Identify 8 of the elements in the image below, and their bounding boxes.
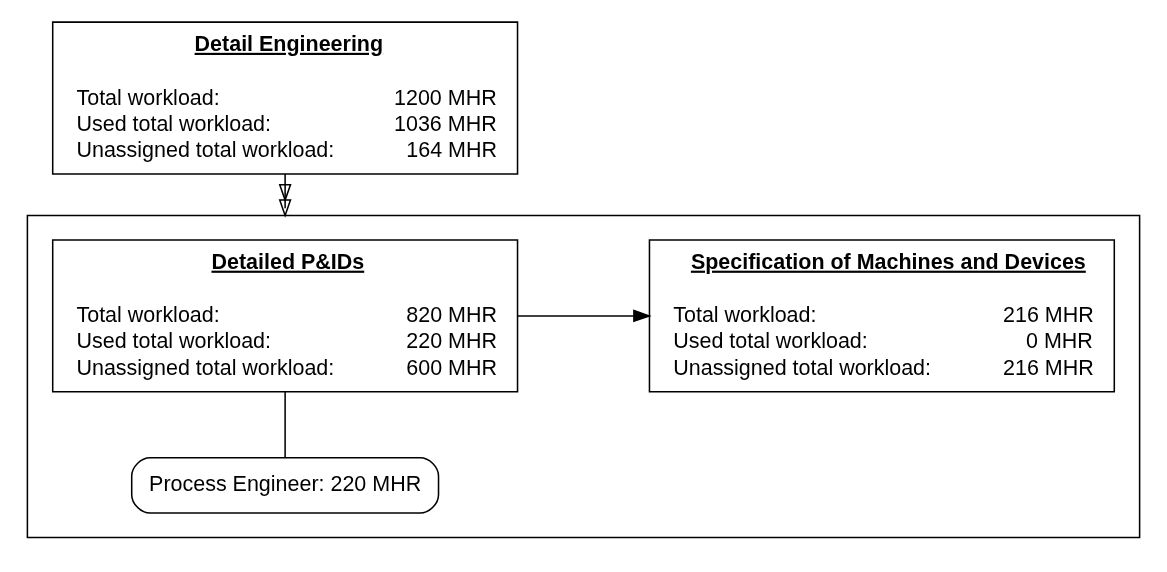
node-box: Detail Engineering Total workload: 1200 MHR Used total workload: 1036 MHR Unassigned total workload: 164 MHR	[51, 21, 519, 175]
arrow	[278, 173, 292, 218]
arrow	[516, 309, 652, 323]
node-box: Specification of Machines and Devices Total workload: 216 MHR Used total workload: 0 MHR Unassigned total workload: 216 MHR	[648, 239, 1116, 393]
node-box: Process Engineer: 220 MHR	[130, 457, 440, 514]
cluster	[26, 214, 1141, 539]
node-box: Detailed P&IDs Total workload: 820 MHR Used total workload: 220 MHR Unassigned total workload: 600 MHR	[51, 239, 519, 393]
connector	[284, 391, 286, 459]
